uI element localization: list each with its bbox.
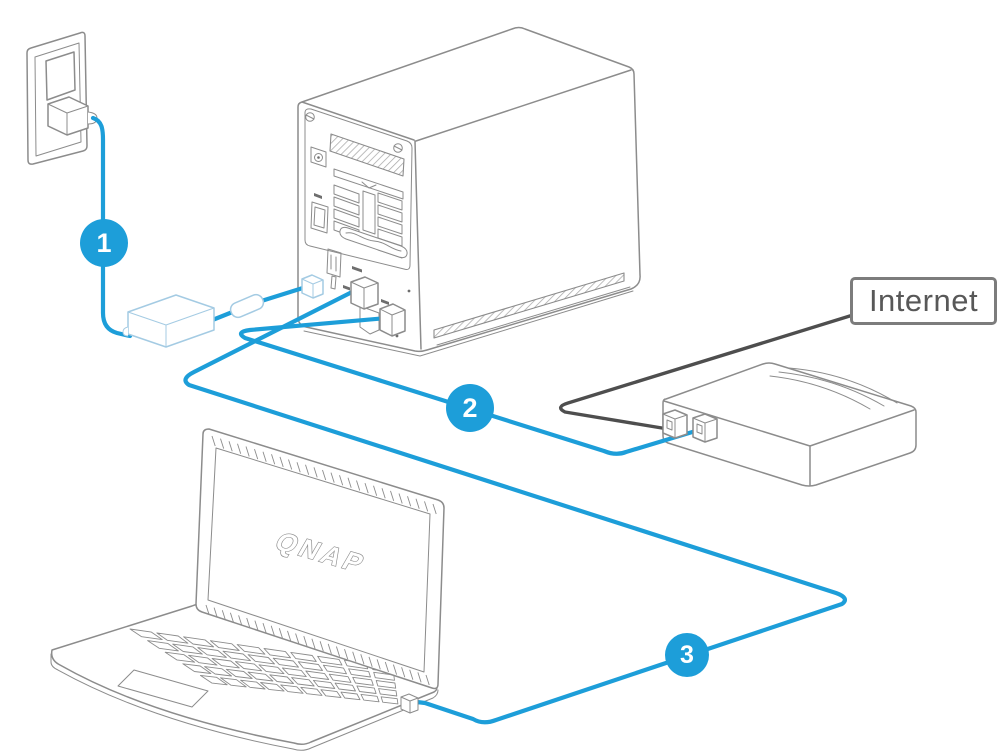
router-signal-arcs bbox=[769, 367, 898, 410]
nas-fan-vent bbox=[329, 133, 405, 177]
adapter-body bbox=[127, 294, 215, 348]
nas-wide-slot bbox=[333, 168, 404, 200]
router-wan-port bbox=[662, 409, 688, 439]
ethernet-cable-nas-to-laptop bbox=[183, 287, 847, 725]
router-lan-port bbox=[692, 413, 718, 443]
cables bbox=[90, 115, 855, 725]
adapter-body-edges bbox=[127, 307, 215, 348]
nas-body-edges bbox=[301, 69, 632, 350]
laptop-screen-inner bbox=[207, 447, 431, 673]
internet-cable bbox=[559, 313, 855, 431]
router-body-edges bbox=[663, 400, 915, 486]
outlet-socket-top bbox=[45, 51, 76, 101]
step-badge-3: 3 bbox=[665, 633, 709, 677]
power-plug bbox=[47, 96, 89, 136]
lan-port-2 bbox=[379, 303, 406, 337]
nas-back-panel bbox=[304, 108, 413, 270]
screw-icon bbox=[305, 112, 403, 153]
router bbox=[662, 362, 917, 487]
laptop-screen bbox=[195, 428, 445, 690]
nas-lower-connector bbox=[326, 248, 342, 290]
power-adapter bbox=[122, 294, 215, 348]
ferrite-bead bbox=[229, 293, 265, 319]
step-badge-1: 1 bbox=[80, 219, 128, 267]
nas-side-vent bbox=[433, 272, 625, 339]
port-labels bbox=[343, 266, 411, 338]
lan-port-1 bbox=[350, 276, 379, 310]
nas-oval-slot-wave bbox=[345, 232, 402, 252]
nas-body bbox=[297, 26, 641, 353]
laptop-trackpad bbox=[117, 669, 209, 708]
nas bbox=[297, 26, 641, 357]
laptop: QNAP bbox=[50, 428, 445, 751]
laptop-keyboard bbox=[129, 628, 399, 705]
internet-label: Internet bbox=[850, 277, 997, 325]
adapter-input-nub bbox=[122, 326, 129, 337]
power-outlet bbox=[26, 31, 98, 165]
ethernet-cable-nas-to-router bbox=[238, 315, 702, 456]
power-button bbox=[310, 146, 327, 168]
power-plug-edges bbox=[47, 103, 89, 136]
laptop-bezel-hatch bbox=[205, 435, 437, 686]
router-body bbox=[662, 362, 917, 487]
outlet-plate-inner bbox=[34, 42, 82, 157]
step-badge-2: 2 bbox=[446, 384, 494, 432]
laptop-ethernet-dongle bbox=[400, 693, 419, 714]
usb-port bbox=[310, 193, 329, 234]
nas-empty-port bbox=[359, 305, 380, 335]
laptop-base-rim bbox=[50, 653, 439, 751]
power-inlet-plug bbox=[301, 274, 324, 299]
nas-side-vent-line bbox=[436, 286, 631, 346]
nas-base-lip bbox=[303, 290, 634, 357]
nas-slot-chevron bbox=[361, 181, 377, 189]
